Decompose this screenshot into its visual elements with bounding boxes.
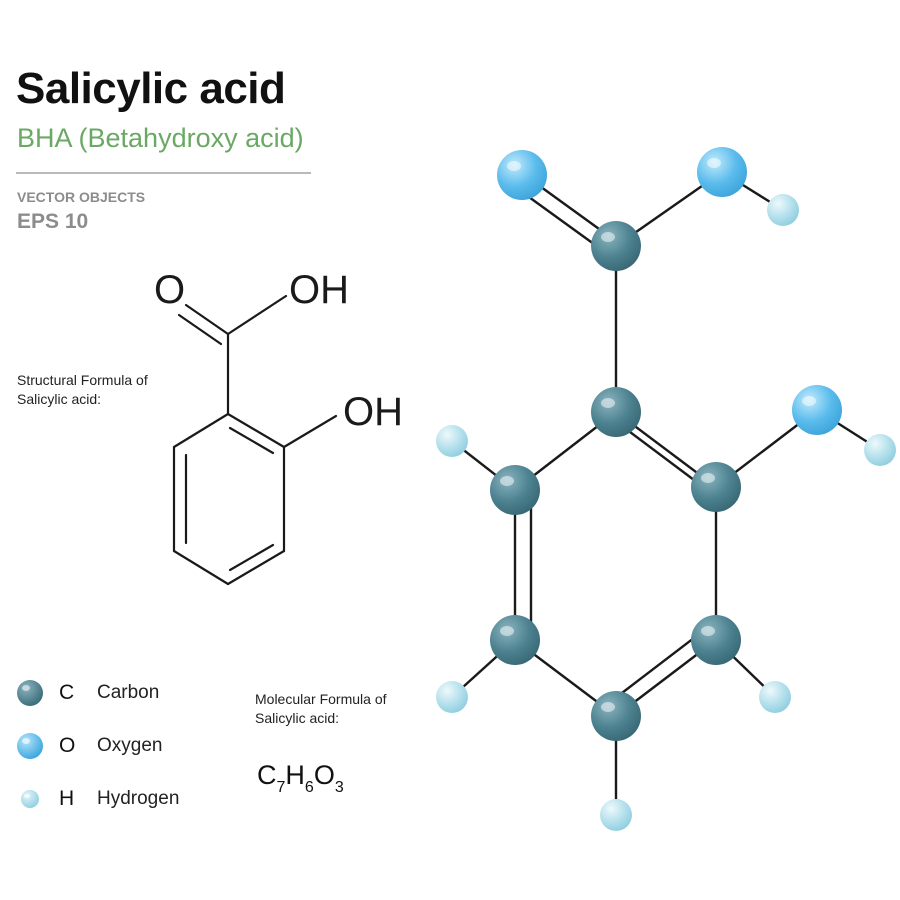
hydrogen-atom (864, 434, 896, 466)
ring-bond (172, 549, 230, 586)
structural-caption-line2: Salicylic acid: (17, 391, 102, 407)
carboxyl-oh-label: OH (289, 268, 349, 312)
hydrogen-atom (436, 681, 468, 713)
ring-bond (226, 549, 286, 586)
hydrogen-atom-icon (21, 790, 39, 808)
legend-item-carbon: C Carbon (15, 678, 159, 708)
formula-o-count: 3 (334, 779, 344, 796)
formula-h-count: 6 (304, 779, 314, 796)
structural-formula-caption: Structural Formula of Salicylic acid: (17, 371, 148, 409)
hydrogen-atom (600, 799, 632, 831)
carbonyl-o-label: O (154, 268, 185, 312)
molecular-formula-caption: Molecular Formula of Salicylic acid: (255, 690, 387, 728)
legend-item-oxygen: O Oxygen (15, 731, 162, 761)
structural-caption-line1: Structural Formula of (17, 372, 148, 388)
carbon-atom (691, 462, 741, 512)
vector-objects-label: VECTOR OBJECTS (17, 189, 146, 205)
hydrogen-atoms (436, 194, 896, 831)
ring-double-bond (228, 426, 275, 455)
carbon-atom (691, 615, 741, 665)
carbon-atom (591, 691, 641, 741)
atom-highlights (500, 158, 816, 712)
carbon-atom (490, 615, 540, 665)
bond-double (520, 190, 600, 249)
molecular-caption-line2: Salicylic acid: (255, 710, 340, 726)
legend-symbol: C (59, 681, 75, 704)
eps-label: EPS 10 (17, 210, 89, 233)
oxygen-atoms (497, 147, 842, 435)
formula-o: O (313, 760, 335, 790)
hydrogen-atom (759, 681, 791, 713)
carbonyl-bond (177, 313, 223, 346)
carbon-atom (591, 221, 641, 271)
legend-item-hydrogen: H Hydrogen (15, 784, 179, 814)
phenol-bond (282, 414, 338, 449)
phenol-oh-label: OH (343, 390, 403, 434)
oxygen-atom (697, 147, 747, 197)
hydrogen-atom (436, 425, 468, 457)
header-divider (16, 172, 311, 174)
oxygen-atom-icon (17, 733, 43, 759)
molecular-formula: C7H6O3 (257, 760, 344, 797)
carbon-atom-icon (17, 680, 43, 706)
ring-double-bond (228, 543, 275, 572)
formula-c-count: 7 (276, 779, 286, 796)
carbon-atom (591, 387, 641, 437)
page-subtitle: BHA (Betahydroxy acid) (17, 123, 304, 153)
page-title: Salicylic acid (16, 64, 286, 113)
oxygen-atom (497, 150, 547, 200)
carbon-atom (490, 465, 540, 515)
formula-h: H (285, 760, 305, 790)
legend-name: Hydrogen (97, 788, 180, 809)
ring-bond (226, 412, 286, 449)
molecular-caption-line1: Molecular Formula of (255, 691, 387, 707)
legend-symbol: O (59, 734, 76, 757)
legend-name: Oxygen (97, 735, 163, 756)
carboxyl-oh-bond (226, 294, 288, 336)
legend-name: Carbon (97, 682, 160, 703)
legend-symbol: H (59, 787, 75, 810)
oxygen-atom (792, 385, 842, 435)
hydrogen-atom (767, 194, 799, 226)
carbonyl-bond (184, 303, 230, 336)
formula-c: C (257, 760, 277, 790)
ring-bond (172, 412, 230, 449)
